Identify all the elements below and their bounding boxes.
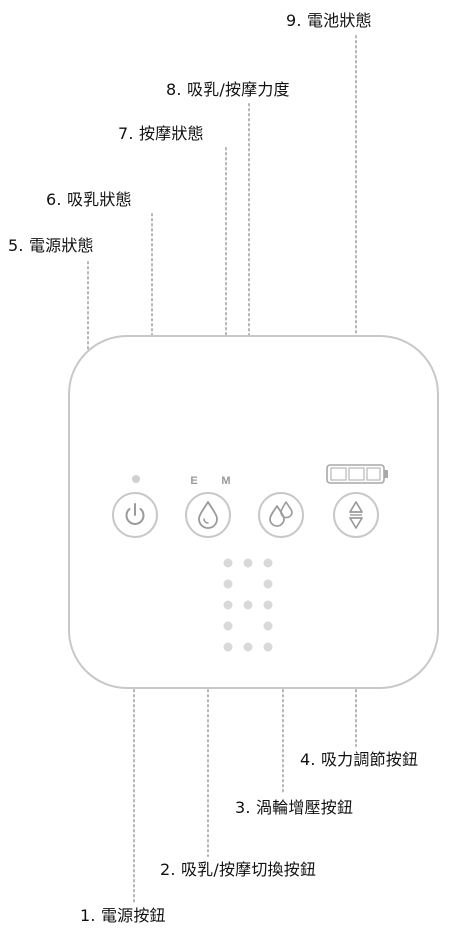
power-button[interactable] — [112, 492, 158, 538]
level-dot — [223, 558, 233, 568]
battery-icon — [326, 464, 388, 484]
level-dot — [223, 579, 233, 589]
power-status-led — [132, 475, 140, 483]
level-dot — [263, 621, 273, 631]
level-dot — [223, 600, 233, 610]
level-dot — [243, 600, 253, 610]
level-dot — [223, 621, 233, 631]
massage-indicator: M — [221, 475, 230, 487]
level-dot — [263, 579, 273, 589]
level-dot — [223, 642, 233, 652]
label-turbo-button: 3. 渦輪增壓按鈕 — [235, 798, 354, 817]
mode-switch-button[interactable] — [185, 492, 231, 538]
label-mode-switch-button: 2. 吸乳/按摩切換按鈕 — [160, 860, 317, 879]
double-drop-icon — [269, 501, 293, 527]
suction-adjust-button[interactable] — [333, 492, 379, 538]
turbo-button[interactable] — [258, 492, 304, 538]
single-drop-icon — [198, 501, 218, 529]
level-dot — [263, 600, 273, 610]
expression-indicator: E — [190, 475, 197, 487]
label-suction-adjust-button: 4. 吸力調節按鈕 — [300, 750, 419, 769]
label-massage-status: 7. 按摩狀態 — [118, 124, 204, 143]
label-power-button: 1. 電源按鈕 — [80, 906, 166, 925]
level-dot — [243, 558, 253, 568]
level-dot — [243, 642, 253, 652]
label-suction-massage-level: 8. 吸乳/按摩力度 — [166, 80, 290, 99]
power-icon — [125, 503, 145, 525]
label-suction-status: 6. 吸乳狀態 — [46, 190, 132, 209]
level-dot — [263, 642, 273, 652]
device-body — [68, 335, 439, 689]
level-dot — [263, 558, 273, 568]
up-down-arrows-icon — [349, 501, 363, 529]
label-power-status: 5. 電源狀態 — [8, 236, 94, 255]
level-indicator-dots — [223, 558, 273, 652]
label-battery-status: 9. 電池狀態 — [286, 11, 372, 30]
